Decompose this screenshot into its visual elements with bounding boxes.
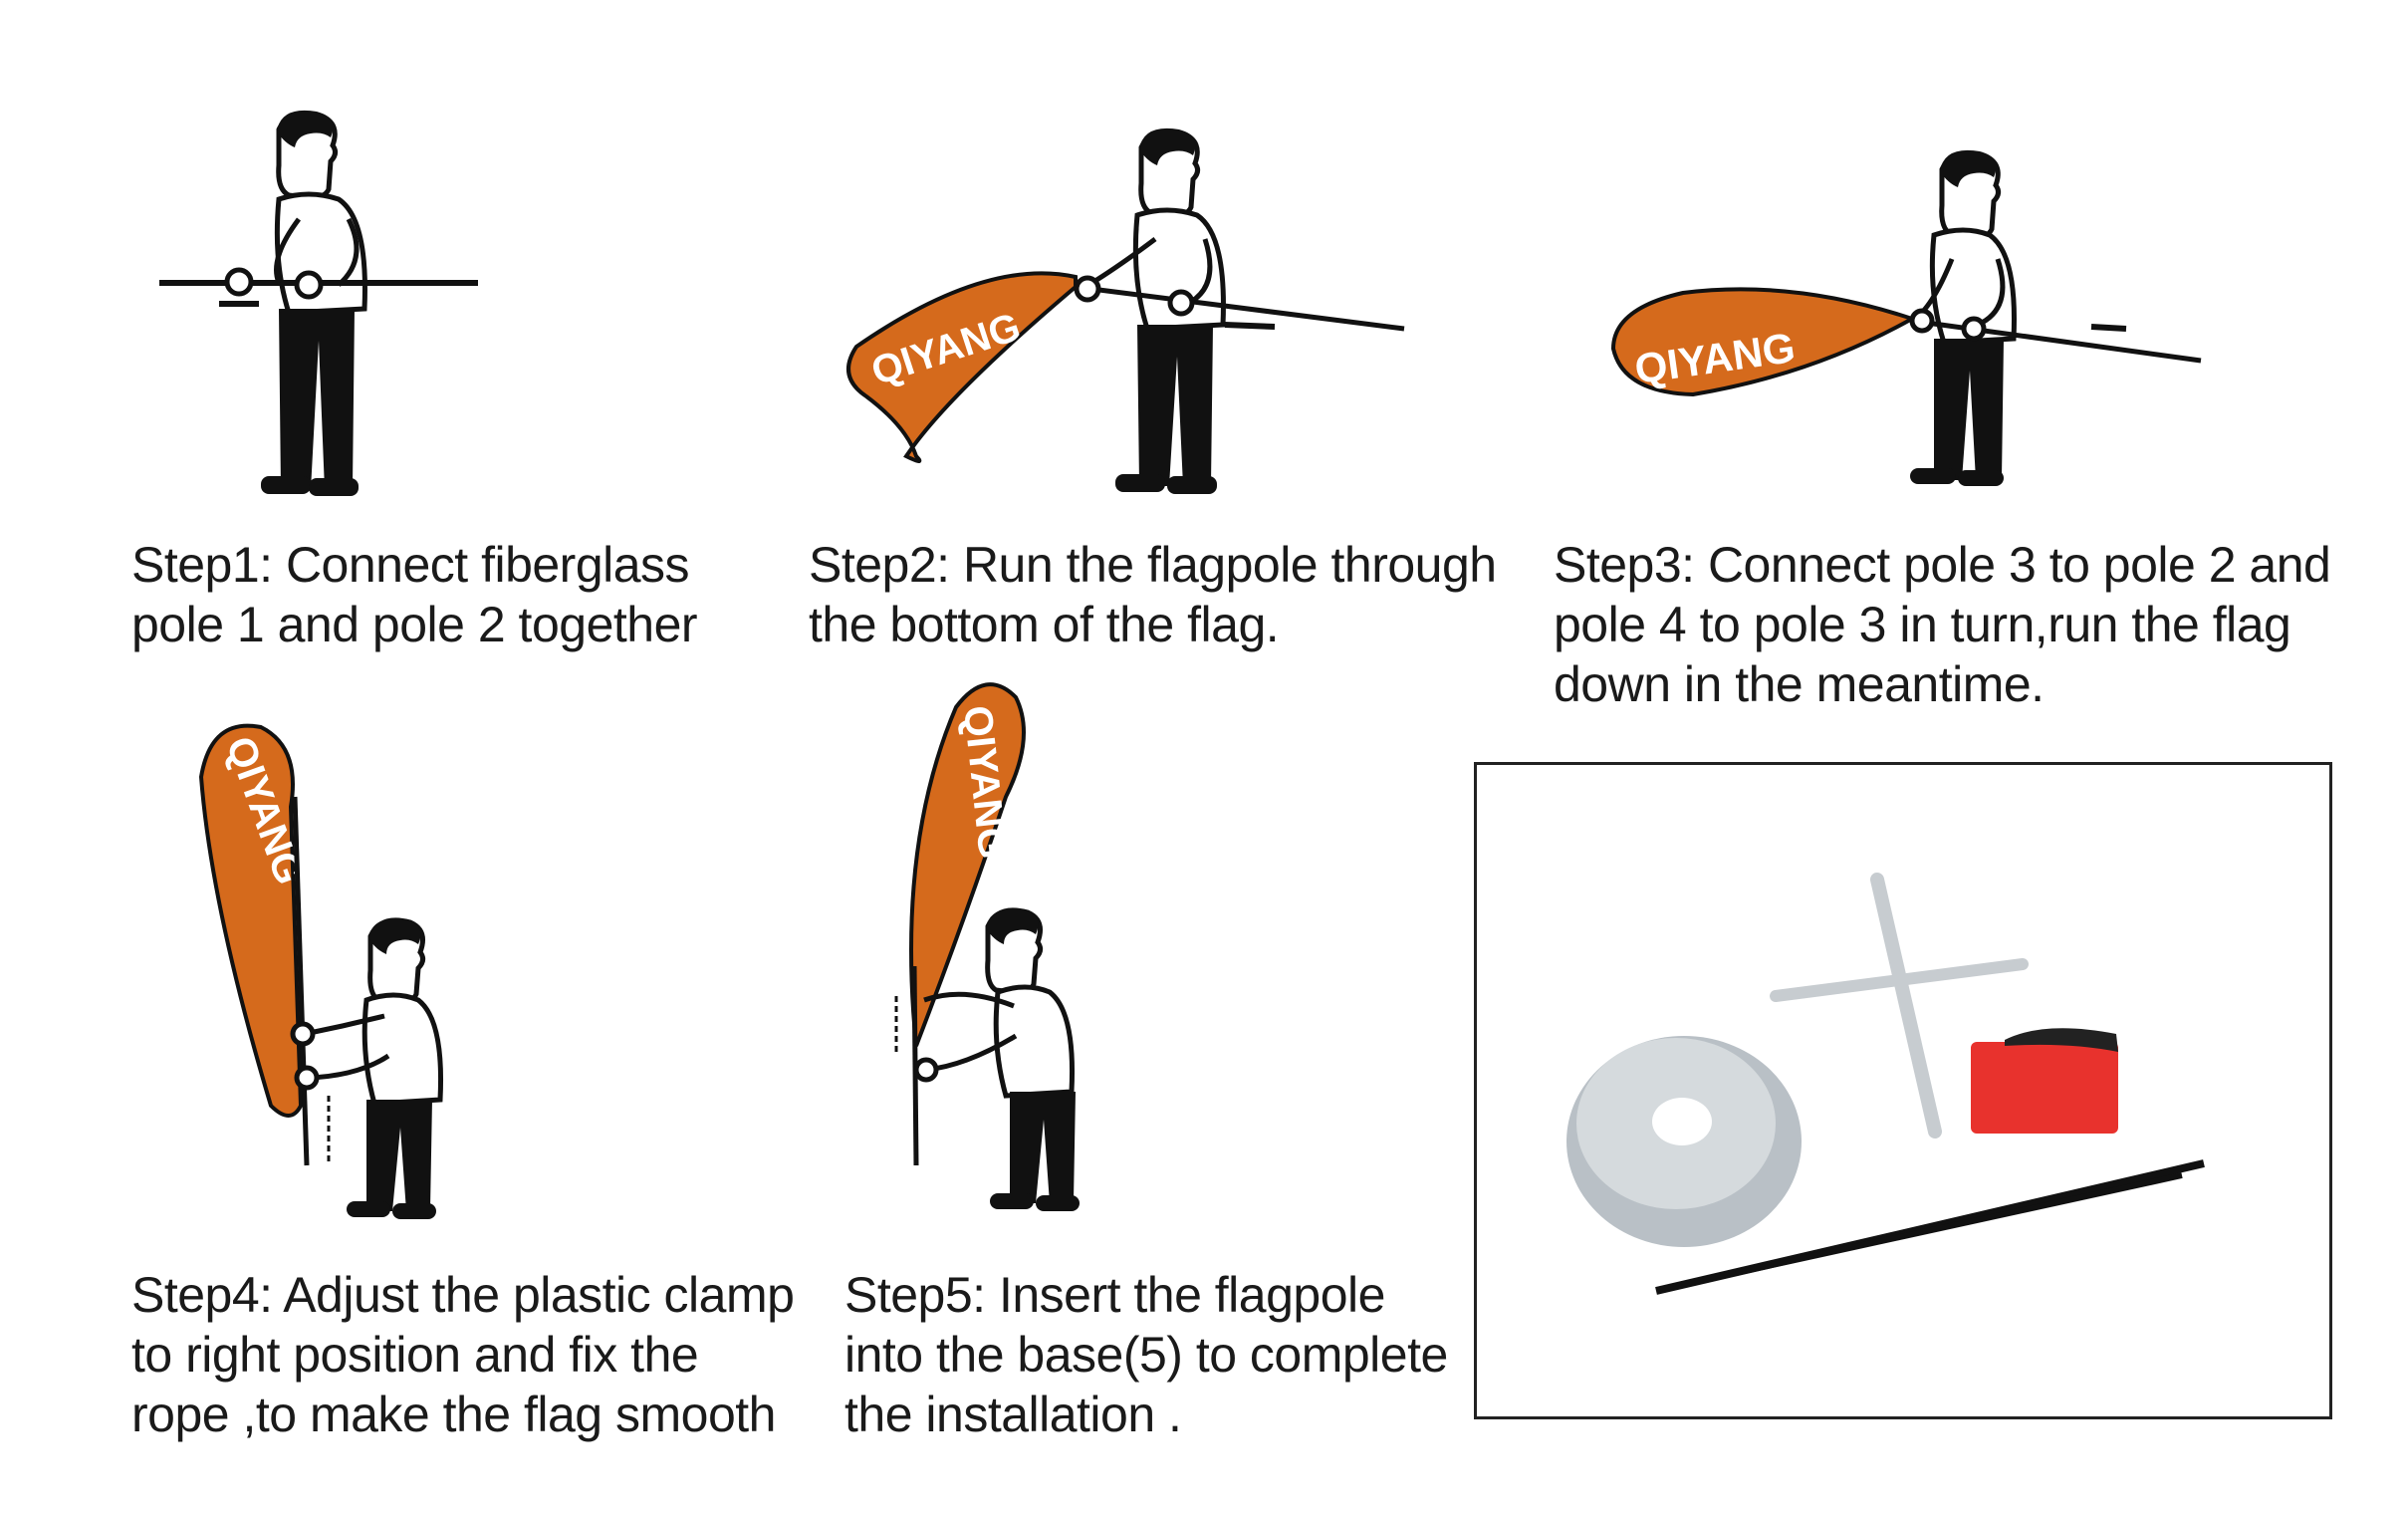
step1-figure <box>159 110 478 496</box>
step4-illustration: QIYANG <box>189 717 508 1235</box>
cross-base-leg-1 <box>1870 873 1942 1139</box>
step1-caption: Step1: Connect fiberglass pole 1 and pol… <box>131 535 698 654</box>
step4-caption: Step4: Adjust the plastic clamp to right… <box>131 1265 795 1444</box>
step5-caption: Step5: Insert the flagpole into the base… <box>844 1265 1448 1444</box>
step4-line-2: to right position and fix the <box>131 1327 699 1383</box>
step3-illustration: QIYANG <box>1583 149 2241 508</box>
components-illustration <box>1566 873 2205 1295</box>
step3-line-3: down in the meantime. <box>1554 656 2045 712</box>
water-weight-bag <box>1566 1036 1802 1247</box>
step5-line-1: Step5: Insert the flagpole <box>844 1267 1385 1323</box>
step4-figure: QIYANG <box>198 723 443 1219</box>
step2-figure: QIYANG <box>846 127 1405 494</box>
step5-illustration: QIYANG <box>886 667 1205 1225</box>
step2-caption: Step2: Run the flagpole through the bott… <box>809 535 1497 654</box>
step1-line-2: pole 1 and pole 2 together <box>131 597 698 652</box>
step4-line-1: Step4: Adjust the plastic clamp <box>131 1267 795 1323</box>
product-components-photo <box>1474 762 2332 1419</box>
step5-figure: QIYANG <box>894 682 1080 1211</box>
step3-figure: QIYANG <box>1610 149 2202 486</box>
step2-illustration: QIYANG <box>817 120 1414 498</box>
step1-line-1: Step1: Connect fiberglass <box>131 537 690 593</box>
step2-line-2: the bottom of the flag. <box>809 597 1280 652</box>
step1-illustration <box>149 100 498 518</box>
step2-line-1: Step2: Run the flagpole through <box>809 537 1497 593</box>
step3-line-2: pole 4 to pole 3 in turn,run the flag <box>1554 597 2291 652</box>
step5-line-2: into the base(5) to complete <box>844 1327 1448 1383</box>
pole-piece-2 <box>1735 1172 2183 1276</box>
step3-caption: Step3: Connect pole 3 to pole 2 and pole… <box>1554 535 2331 714</box>
cross-base-leg-2 <box>1770 958 2029 1002</box>
carry-bag <box>1971 1028 2118 1134</box>
step4-line-3: rope ,to make the flag smooth <box>131 1387 776 1442</box>
step3-line-1: Step3: Connect pole 3 to pole 2 and <box>1554 537 2331 593</box>
step5-line-3: the installation . <box>844 1387 1182 1442</box>
